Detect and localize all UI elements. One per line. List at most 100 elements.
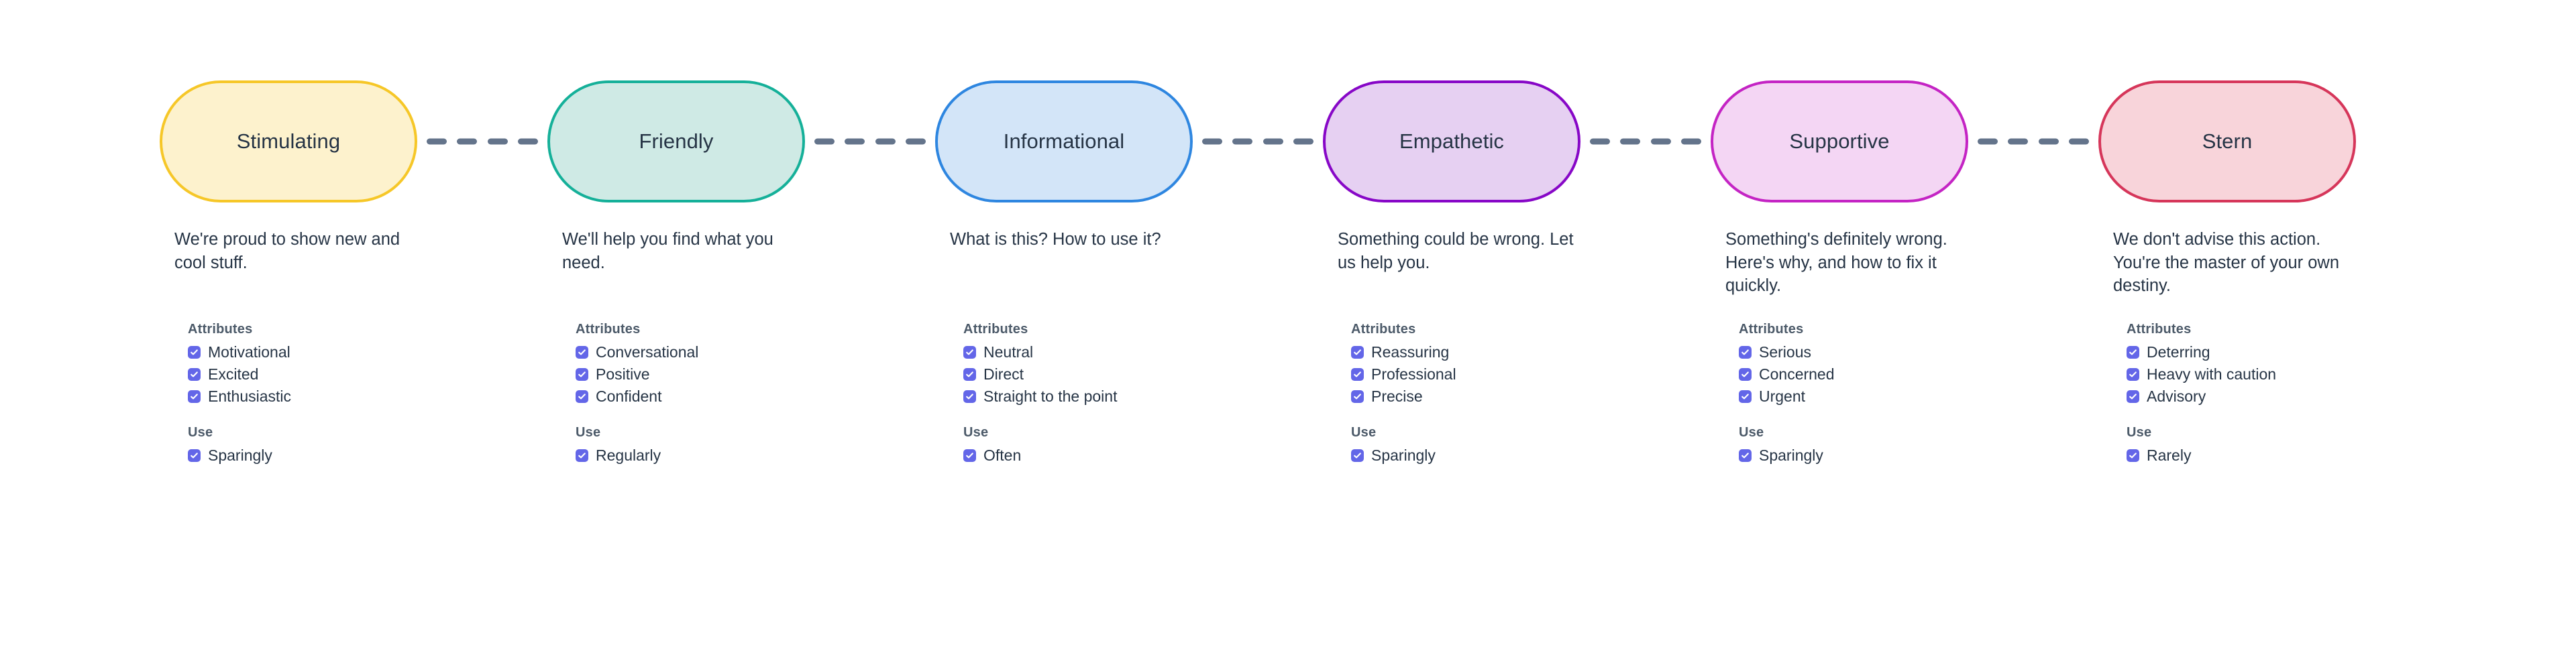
dashed-line-icon: [417, 138, 547, 145]
connector-dash: [2038, 138, 2059, 145]
use-heading: Use: [2127, 425, 2152, 440]
checkmark-icon[interactable]: [963, 367, 976, 381]
checkmark-icon[interactable]: [188, 449, 201, 462]
checkbox-row[interactable]: Heavy with caution: [2127, 365, 2356, 383]
checkmark-icon[interactable]: [576, 449, 588, 462]
attributes-item-label: Serious: [1759, 343, 1811, 361]
connector-dash: [517, 138, 538, 145]
attributes-item-label: Reassuring: [1371, 343, 1450, 361]
tone-pill-label: Supportive: [1789, 129, 1890, 154]
use-heading: Use: [188, 425, 213, 440]
checkmark-icon[interactable]: [963, 345, 976, 359]
checkmark-icon[interactable]: [576, 390, 588, 403]
tone-pill[interactable]: Stimulating: [160, 80, 417, 202]
checkbox-row[interactable]: Rarely: [2127, 447, 2356, 464]
tone-pill[interactable]: Supportive: [1711, 80, 1968, 202]
checkmark-icon[interactable]: [188, 367, 201, 381]
tone-pill[interactable]: Informational: [935, 80, 1193, 202]
checkbox-row[interactable]: Excited: [188, 365, 417, 383]
tone-description: What is this? How to use it?: [950, 230, 1161, 249]
checkbox-row[interactable]: Straight to the point: [963, 388, 1193, 405]
checkbox-row[interactable]: Enthusiastic: [188, 388, 417, 405]
use-heading: Use: [1351, 425, 1377, 440]
connector-dash: [1202, 138, 1222, 145]
checkbox-row[interactable]: Neutral: [963, 343, 1193, 361]
connector-dash: [1978, 138, 1998, 145]
checkbox-row[interactable]: Sparingly: [188, 447, 417, 464]
attributes-item-label: Enthusiastic: [208, 387, 292, 405]
checkbox-row[interactable]: Sparingly: [1351, 447, 1580, 464]
checkmark-icon[interactable]: [1739, 390, 1752, 403]
checkmark-icon[interactable]: [2127, 367, 2139, 381]
use-item-label: Often: [983, 446, 1022, 464]
dashed-line-icon: [1968, 138, 2098, 145]
checkbox-row[interactable]: Deterring: [2127, 343, 2356, 361]
checkbox-row[interactable]: Sparingly: [1739, 447, 1968, 464]
use-heading: Use: [1739, 425, 1764, 440]
attributes-item-label: Precise: [1371, 387, 1423, 405]
checkmark-icon[interactable]: [1351, 345, 1364, 359]
connector-dash: [1293, 138, 1313, 145]
checkmark-icon[interactable]: [576, 345, 588, 359]
connector-dash: [845, 138, 865, 145]
attributes-heading: Attributes: [1739, 322, 1804, 337]
connector-dash: [1590, 138, 1610, 145]
checkbox-row[interactable]: Direct: [963, 365, 1193, 383]
connector-dash: [1232, 138, 1253, 145]
tone-pill-label: Stern: [2202, 129, 2253, 154]
checkbox-row[interactable]: Concerned: [1739, 365, 1968, 383]
checkbox-row[interactable]: Positive: [576, 365, 805, 383]
checkmark-icon[interactable]: [1351, 449, 1364, 462]
checkmark-icon[interactable]: [1351, 390, 1364, 403]
tone-pill[interactable]: Friendly: [547, 80, 805, 202]
tone-description: We don't advise this action. You're the …: [2113, 230, 2340, 296]
checkbox-row[interactable]: Often: [963, 447, 1193, 464]
checkbox-row[interactable]: Precise: [1351, 388, 1580, 405]
tone-description: Something could be wrong. Let us help yo…: [1338, 230, 1574, 272]
attributes-item-label: Concerned: [1759, 365, 1835, 383]
attributes-item-label: Direct: [983, 365, 1024, 383]
checkbox-row[interactable]: Regularly: [576, 447, 805, 464]
attributes-item-label: Neutral: [983, 343, 1034, 361]
tone-description: We'll help you find what you need.: [562, 230, 773, 272]
checkmark-icon[interactable]: [2127, 449, 2139, 462]
checkmark-icon[interactable]: [576, 367, 588, 381]
checkbox-row[interactable]: Serious: [1739, 343, 1968, 361]
tone-pill[interactable]: Empathetic: [1323, 80, 1580, 202]
checkbox-row[interactable]: Reassuring: [1351, 343, 1580, 361]
use-item-label: Sparingly: [1759, 446, 1823, 464]
attributes-item-label: Motivational: [208, 343, 290, 361]
checkbox-row[interactable]: Professional: [1351, 365, 1580, 383]
checkmark-icon[interactable]: [1351, 367, 1364, 381]
checkmark-icon[interactable]: [2127, 345, 2139, 359]
checkbox-row[interactable]: Motivational: [188, 343, 417, 361]
checkmark-icon[interactable]: [1739, 345, 1752, 359]
checkmark-icon[interactable]: [188, 345, 201, 359]
attributes-item-label: Heavy with caution: [2147, 365, 2277, 383]
checkbox-row[interactable]: Confident: [576, 388, 805, 405]
checkmark-icon[interactable]: [188, 390, 201, 403]
checkmark-icon[interactable]: [1739, 367, 1752, 381]
attributes-item-label: Professional: [1371, 365, 1456, 383]
use-item-label: Rarely: [2147, 446, 2192, 464]
checkmark-icon[interactable]: [1739, 449, 1752, 462]
checkmark-icon[interactable]: [963, 390, 976, 403]
checkmark-icon[interactable]: [2127, 390, 2139, 403]
checkmark-icon[interactable]: [963, 449, 976, 462]
checkbox-row[interactable]: Advisory: [2127, 388, 2356, 405]
tone-pill[interactable]: Stern: [2098, 80, 2356, 202]
tone-stage-column: Stern We don't advise this action. You're…: [2098, 80, 2356, 464]
checkbox-row[interactable]: Conversational: [576, 343, 805, 361]
checkbox-row[interactable]: Urgent: [1739, 388, 1968, 405]
